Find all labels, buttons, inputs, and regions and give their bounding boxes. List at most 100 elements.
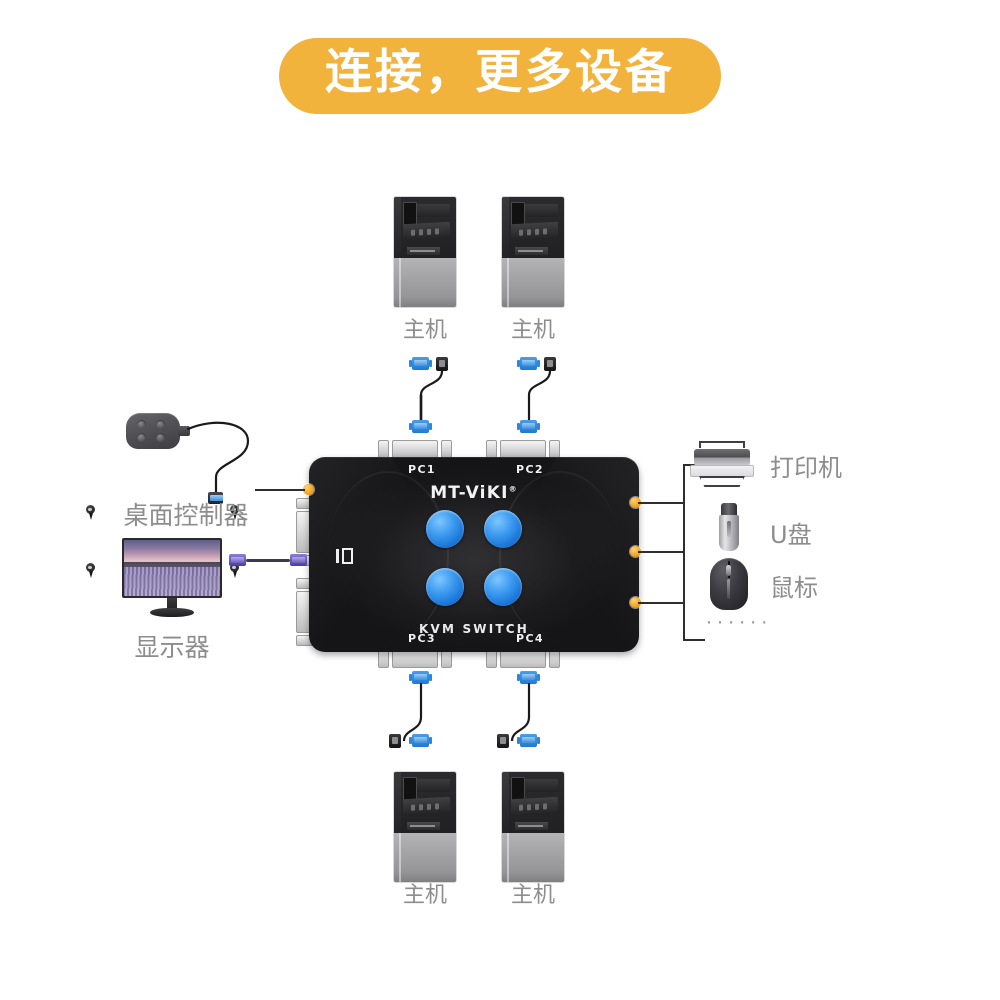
mouse-icon (710, 558, 748, 610)
usb-drive-body (719, 515, 739, 551)
tower-lower-panel (394, 833, 456, 882)
tower-bevel (525, 779, 558, 792)
usb-connector-icon (436, 357, 448, 371)
kvm-led-indicator-4 (229, 563, 240, 578)
vga-port-pc2 (500, 440, 546, 458)
pc-tower-top-left-label: 主机 (402, 318, 447, 343)
mouse-accent-stripe (727, 579, 730, 599)
tower-drive-bay (511, 796, 558, 817)
tower-sideband (394, 197, 401, 265)
vga-port-screw-right (549, 650, 560, 668)
kvm-channel-button-2[interactable] (484, 510, 522, 548)
kvm-led-indicator-3 (85, 563, 96, 578)
io-console-icon (336, 548, 353, 564)
monitor-icon (122, 538, 222, 620)
title-banner-text: 连接，更多设备 (325, 45, 675, 100)
tower-bevel (417, 204, 450, 217)
tower-logo (407, 247, 440, 255)
usb-drive-label: U盘 (770, 521, 812, 549)
printer-icon (690, 441, 754, 489)
monitor-label: 显示器 (134, 633, 210, 662)
controller-pod (126, 413, 180, 449)
kvm-channel-button-1[interactable] (426, 510, 464, 548)
vga-port-pc3 (392, 650, 438, 668)
vga-connector-icon (517, 734, 540, 747)
kvm-brand-label: MT-ViKI® (309, 483, 639, 503)
vga-connector-icon (409, 420, 432, 433)
vga-port-screw-right (549, 440, 560, 458)
pc-tower-bottom-right-label: 主机 (510, 883, 555, 908)
leader-line-left (255, 489, 305, 491)
vga-cable-wire (246, 559, 290, 562)
cable-wire (402, 683, 464, 745)
kvm-channel-button-4[interactable] (484, 568, 522, 606)
tower-body (394, 197, 456, 307)
registered-mark-icon: ® (508, 484, 518, 494)
kvm-led-indicator-1 (85, 505, 96, 520)
kvm-model-label: KVM SWITCH (418, 622, 530, 636)
tower-sideband (394, 772, 401, 840)
tower-lower-panel (502, 258, 564, 307)
tower-sideband (502, 772, 509, 840)
connector-dot-left (303, 484, 314, 495)
tower-lower-panel (502, 833, 564, 882)
title-banner: 连接，更多设备 (279, 38, 721, 114)
kvm-button-grid (426, 510, 522, 606)
kvm-channel-button-3[interactable] (426, 568, 464, 606)
pc-tower-bottom-right (502, 772, 564, 882)
pc-tower-top-right-label: 主机 (510, 318, 555, 343)
tower-body (502, 197, 564, 307)
pc-tower-bottom-left-label: 主机 (402, 883, 447, 908)
tower-drive-bay (403, 221, 450, 242)
controller-connector (178, 426, 190, 436)
printer-body (694, 449, 750, 466)
port-label-pc2: PC2 (516, 463, 544, 476)
tower-lower-panel (394, 258, 456, 307)
tower-drive-bay (511, 221, 558, 242)
vga-connector-icon (517, 357, 540, 370)
usb-connector-icon (497, 734, 509, 748)
printer-label: 打印机 (770, 454, 842, 482)
vga-port-pc1 (392, 440, 438, 458)
wallpaper-sky (124, 540, 220, 566)
desktop-controller-label: 桌面控制器 (123, 501, 249, 530)
vga-port-screw-left (486, 650, 497, 668)
usb-connector-icon (544, 357, 556, 371)
leader-line-right-bottom (638, 602, 684, 604)
kvm-switch-device[interactable]: MT-ViKI® KVM SWITCH (309, 457, 639, 652)
port-label-pc4: PC4 (516, 632, 544, 645)
vga-cable-end-left (229, 554, 246, 566)
monitor-stand-base (150, 608, 194, 617)
bracket-spine-right (683, 464, 685, 640)
leader-line-right-top (638, 502, 684, 504)
mouse-scroll-wheel (726, 565, 731, 576)
printer-paper-tray (699, 441, 745, 448)
pc-tower-top-left (394, 197, 456, 307)
tower-body (502, 772, 564, 882)
kvm-switch-shell (309, 457, 639, 652)
kvm-brand-text: MT-ViKI (430, 483, 509, 503)
title-banner-wrapper: 连接，更多设备 (0, 38, 1000, 114)
port-label-pc1: PC1 (408, 463, 436, 476)
vga-port-screw-right (441, 440, 452, 458)
tower-body (394, 772, 456, 882)
controller-plug-icon (208, 492, 223, 504)
pc-tower-bottom-left (394, 772, 456, 882)
kvm-cable-top-right (514, 357, 572, 435)
leader-line-right-middle (638, 551, 684, 553)
vga-connector-icon (517, 420, 540, 433)
vga-connector-icon (409, 671, 432, 684)
wallpaper-hills (124, 562, 220, 571)
tower-sideband (502, 197, 509, 265)
tower-bevel (525, 204, 558, 217)
connector-dot-right-middle (630, 546, 641, 557)
tower-logo (515, 822, 548, 830)
monitor-screen (122, 538, 222, 598)
vga-connector-icon (409, 734, 432, 747)
controller-cable (186, 415, 266, 505)
usb-drive-icon (718, 503, 740, 551)
tower-drive-bay (403, 796, 450, 817)
bracket-arm-more (683, 639, 705, 641)
vga-port-screw-left (378, 440, 389, 458)
